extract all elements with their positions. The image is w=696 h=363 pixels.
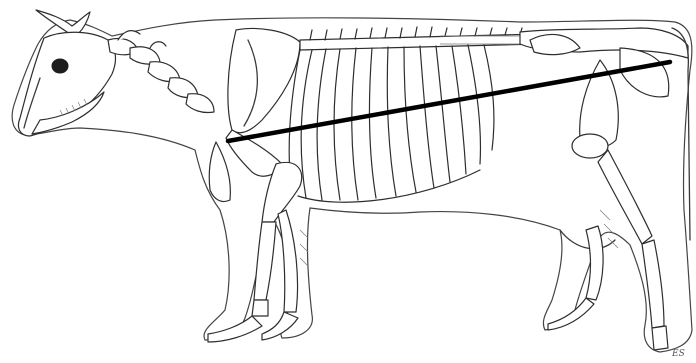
eye-socket (52, 59, 68, 73)
artist-signature: ES (671, 349, 685, 359)
